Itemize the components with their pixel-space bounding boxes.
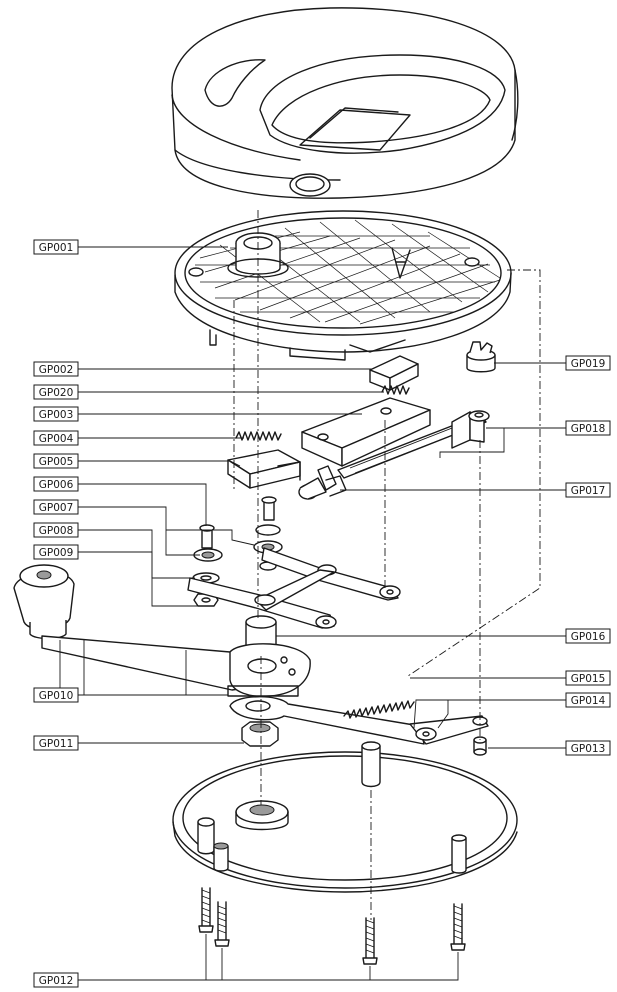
label-gp017: GP017 bbox=[565, 482, 611, 498]
label-gp001: GP001 bbox=[33, 239, 79, 255]
label-gp002: GP002 bbox=[33, 361, 79, 377]
return-spring bbox=[343, 700, 415, 719]
trigger-plate bbox=[298, 397, 490, 500]
svg-text:GP008: GP008 bbox=[39, 525, 74, 537]
small-spring bbox=[381, 385, 410, 395]
svg-text:GP020: GP020 bbox=[39, 387, 74, 399]
svg-text:GP019: GP019 bbox=[571, 358, 606, 370]
label-gp004: GP004 bbox=[33, 430, 79, 446]
svg-text:GP004: GP004 bbox=[39, 433, 74, 445]
svg-text:GP011: GP011 bbox=[39, 738, 74, 750]
bottom-cover bbox=[172, 741, 518, 893]
slider-part bbox=[369, 355, 419, 391]
svg-text:GP014: GP014 bbox=[571, 695, 606, 707]
svg-text:GP010: GP010 bbox=[39, 690, 74, 702]
lower-arm bbox=[229, 696, 489, 745]
label-gp007: GP007 bbox=[33, 499, 79, 515]
label-gp016: GP016 bbox=[565, 628, 611, 644]
svg-text:GP017: GP017 bbox=[571, 485, 606, 497]
label-gp008: GP008 bbox=[33, 522, 79, 538]
label-gp010: GP010 bbox=[33, 687, 79, 703]
svg-text:GP007: GP007 bbox=[39, 502, 74, 514]
label-gp018: GP018 bbox=[565, 420, 611, 436]
crank-handle bbox=[13, 564, 311, 698]
svg-text:GP005: GP005 bbox=[39, 456, 74, 468]
svg-text:GP012: GP012 bbox=[39, 975, 74, 987]
svg-text:GP009: GP009 bbox=[39, 547, 74, 559]
label-gp013: GP013 bbox=[565, 740, 611, 756]
svg-text:GP016: GP016 bbox=[571, 631, 606, 643]
label-gp015: GP015 bbox=[565, 670, 611, 686]
svg-text:GP002: GP002 bbox=[39, 364, 74, 376]
svg-text:GP003: GP003 bbox=[39, 409, 74, 421]
svg-text:GP018: GP018 bbox=[571, 423, 606, 435]
screw-washers bbox=[192, 496, 283, 607]
label-gp009: GP009 bbox=[33, 544, 79, 560]
svg-text:GP006: GP006 bbox=[39, 479, 74, 491]
top-cover bbox=[171, 7, 519, 199]
svg-text:GP015: GP015 bbox=[571, 673, 606, 685]
label-gp006: GP006 bbox=[33, 476, 79, 492]
label-gp011: GP011 bbox=[33, 735, 79, 751]
svg-text:GP013: GP013 bbox=[571, 743, 606, 755]
svg-text:GP001: GP001 bbox=[39, 242, 74, 254]
label-gp020: GP020 bbox=[33, 384, 79, 400]
label-gp012: GP012 bbox=[33, 972, 79, 988]
label-gp005: GP005 bbox=[33, 453, 79, 469]
leader-lines bbox=[59, 246, 566, 981]
label-gp003: GP003 bbox=[33, 406, 79, 422]
long-spring bbox=[235, 431, 282, 441]
long-screws bbox=[198, 887, 466, 965]
label-gp014: GP014 bbox=[565, 692, 611, 708]
base-plate bbox=[174, 210, 512, 361]
hex-nut bbox=[241, 721, 279, 747]
latch-block bbox=[227, 449, 301, 489]
label-gp019: GP019 bbox=[565, 355, 611, 371]
part-labels: GP001 GP002 GP020 GP003 GP004 GP005 GP00… bbox=[33, 239, 611, 988]
linkage-arms bbox=[187, 547, 401, 629]
clip-part bbox=[466, 341, 496, 373]
